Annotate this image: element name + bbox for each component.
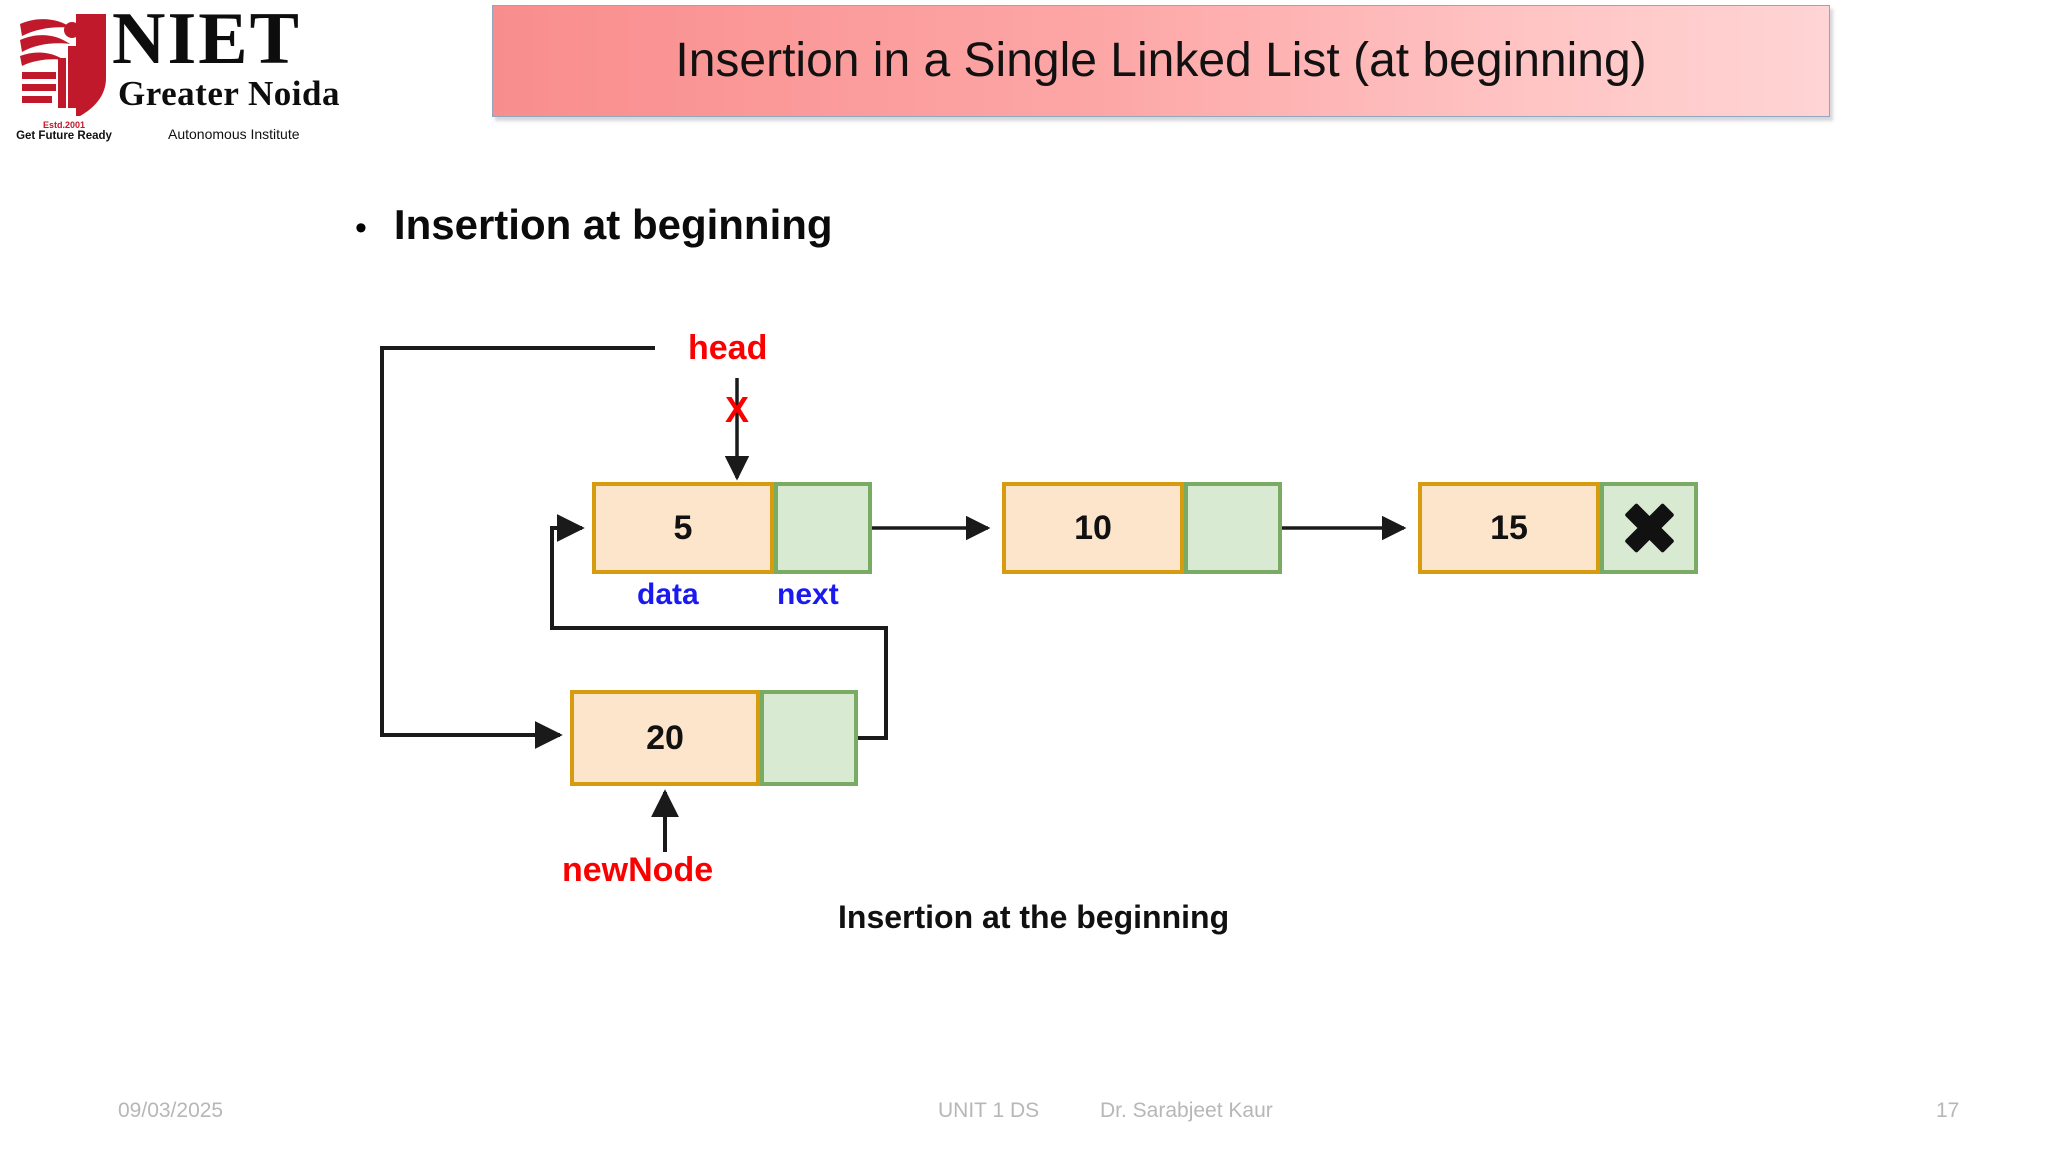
- niet-shield-icon: [18, 14, 106, 122]
- slide-footer: 09/03/2025 UNIT 1 DS Dr. Sarabjeet Kaur …: [0, 1098, 2048, 1138]
- head-to-newnode-arrow: [380, 346, 655, 749]
- null-pointer-x-icon: [1622, 501, 1676, 555]
- node-5-next-cell: [774, 482, 872, 574]
- bullet-label: Insertion at beginning: [393, 201, 833, 248]
- footer-page-number: 17: [1936, 1099, 1960, 1122]
- head-pointer-label: head: [688, 329, 768, 367]
- footer-unit: UNIT 1 DS: [938, 1099, 1040, 1122]
- slide-title-banner: Insertion in a Single Linked List (at be…: [492, 5, 1830, 117]
- head-broken-marker: X: [725, 389, 750, 430]
- node-15-data-cell: 15: [1418, 482, 1600, 574]
- node-5-data-cell: 5: [592, 482, 774, 574]
- logo-autonomous-institute-text: Autonomous Institute: [168, 126, 300, 142]
- bullet-marker: •: [355, 209, 367, 247]
- next-cell-label: next: [777, 578, 839, 611]
- node-new-20: 20: [570, 690, 858, 786]
- logo-estd-label: Estd.2001: [42, 120, 86, 130]
- institution-logo: Estd.2001 Get Future Ready NIET Greater …: [0, 0, 368, 158]
- newnode-pointer-label: newNode: [562, 851, 714, 889]
- logo-greater-noida-text: Greater Noida: [118, 74, 340, 113]
- node-15: 15: [1418, 482, 1698, 574]
- bullet-item: • Insertion at beginning: [355, 200, 833, 252]
- node-new-next-cell: [760, 690, 858, 786]
- node-5: 5: [592, 482, 872, 574]
- newnode-to-node5-arrow: [550, 514, 888, 740]
- logo-tagline: Get Future Ready: [16, 130, 112, 142]
- node-new-data-cell: 20: [570, 690, 760, 786]
- node-10: 10: [1002, 482, 1282, 574]
- data-cell-label: data: [637, 578, 699, 611]
- slide-title: Insertion in a Single Linked List (at be…: [675, 34, 1647, 87]
- node-10-data-cell: 10: [1002, 482, 1184, 574]
- footer-date: 09/03/2025: [118, 1099, 224, 1122]
- node-10-next-cell: [1184, 482, 1282, 574]
- footer-author: Dr. Sarabjeet Kaur: [1100, 1099, 1273, 1122]
- logo-niet-wordmark: NIET: [112, 0, 301, 80]
- diagram-caption: Insertion at the beginning: [838, 899, 1230, 935]
- node-15-next-cell: [1600, 482, 1698, 574]
